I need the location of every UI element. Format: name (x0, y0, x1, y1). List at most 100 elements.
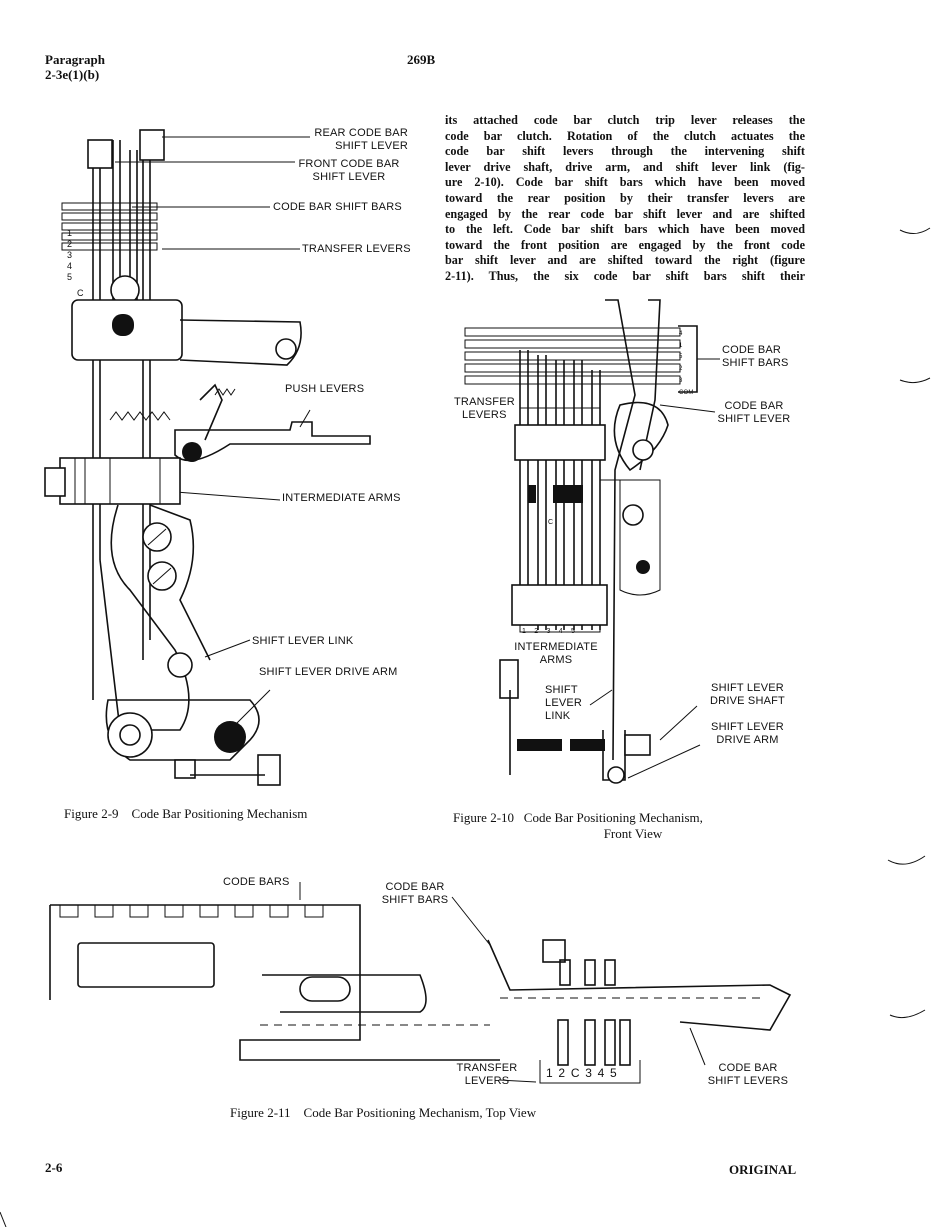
lever-number: 2 (534, 628, 539, 635)
bar-number: 4 (679, 331, 683, 337)
body-line: its attached code bar clutch trip lever … (445, 113, 805, 127)
document-status: ORIGINAL (729, 1162, 797, 1177)
label-line: FRONT CODE BAR (298, 158, 400, 170)
label-code-bars: CODE BARS (223, 876, 290, 888)
figure-2-11-caption: Figure 2-11 Code Bar Positioning Mechani… (230, 1105, 536, 1121)
body-line: lever drive shaft, drive arm, and shift … (445, 159, 805, 174)
paragraph-label: Paragraph (45, 52, 105, 67)
label-line: REAR CODE BAR (314, 127, 408, 139)
body-line: to the left. Code bar shift bars which h… (445, 222, 805, 237)
label-code-bar-shift-bars-fig10: CODE BAR SHIFT BARS (722, 344, 789, 370)
label-intermediate-arms-fig10: INTERMEDIATE ARMS (508, 641, 604, 667)
label-shift-lever-link-fig10: SHIFT LEVER LINK (545, 684, 582, 723)
bar-number-c: C (77, 288, 84, 298)
caption-number: Figure 2-9 (64, 806, 119, 821)
figure-2-11-drawing (49, 882, 792, 1084)
label-line: SHIFT (545, 684, 578, 696)
label-line: DRIVE ARM (716, 734, 779, 746)
label-line: CODE BAR (722, 344, 782, 356)
label-line: SHIFT LEVERS (707, 1075, 789, 1087)
bar-number: COM (679, 389, 694, 396)
bar-number: 1 (679, 342, 683, 349)
body-line: code bar shift levers through the interv… (445, 144, 805, 159)
caption-title: Code Bar Positioning Mechanism, Top View (303, 1105, 537, 1120)
label-shift-lever-drive-shaft: SHIFT LEVER DRIVE SHAFT (700, 682, 795, 708)
bar-number: 4 (67, 261, 73, 271)
label-line: SHIFT LEVER (717, 413, 791, 425)
caption-title: Code Bar Positioning Mechanism, (523, 810, 703, 825)
label-line: SHIFT LEVER (312, 171, 386, 183)
lever-c-tag: C (548, 519, 554, 526)
lever-number-row-fig11: 1 2 C 3 4 5 (546, 1066, 617, 1080)
label-line: TRANSFER (456, 1062, 518, 1074)
lever-number: 3 (546, 628, 551, 635)
label-code-bar-shift-bars-fig11: CODE BAR SHIFT BARS (375, 881, 455, 907)
label-line: SHIFT BARS (722, 357, 789, 369)
label-front-code-bar-shift-lever: FRONT CODE BAR SHIFT LEVER (290, 158, 408, 184)
label-transfer-levers-fig10: TRANSFER LEVERS (454, 396, 515, 422)
body-line: toward the rear position by their transf… (445, 190, 805, 205)
label-line: SHIFT BARS (381, 894, 449, 906)
document-number: 269B (407, 52, 436, 67)
body-line: toward the front position are engaged by… (445, 237, 805, 252)
label-push-levers: PUSH LEVERS (285, 383, 365, 395)
label-shift-lever-drive-arm-fig10: SHIFT LEVER DRIVE ARM (700, 721, 795, 747)
label-line: LEVERS (464, 1075, 510, 1087)
caption-title: Code Bar Positioning Mechanism (131, 806, 308, 821)
bar-number-tags-fig10: 4 1 5 2 3 COM (679, 329, 694, 399)
bar-number: 5 (67, 272, 73, 282)
scan-mark (0, 1211, 7, 1227)
label-line: ARMS (539, 654, 573, 666)
label-line: CODE BAR (724, 400, 784, 412)
label-shift-lever-link: SHIFT LEVER LINK (252, 635, 354, 647)
caption-number: Figure 2-11 (230, 1105, 291, 1120)
bar-number: 1 (67, 228, 73, 238)
lever-number: 4 (558, 628, 563, 635)
label-rear-code-bar-shift-lever: REAR CODE BAR SHIFT LEVER (290, 127, 408, 153)
label-line: SHIFT LEVER (711, 721, 784, 733)
lever-number: 1 (522, 628, 527, 635)
label-line: CODE BAR (385, 881, 445, 893)
caption-title-2: Front View (603, 826, 663, 841)
label-line: LEVERS (462, 409, 507, 421)
label-intermediate-arms: INTERMEDIATE ARMS (282, 492, 401, 504)
body-line: ure 2-10). Code bar shift bars which hav… (445, 175, 805, 190)
label-code-bar-shift-levers: CODE BAR SHIFT LEVERS (703, 1062, 793, 1088)
label-transfer-levers: TRANSFER LEVERS (302, 243, 411, 255)
bar-number: 3 (679, 377, 683, 384)
paragraph-header: Paragraph 2-3e(1)(b) (45, 52, 105, 82)
body-line: 2-11). Thus, the six code bar shift bars… (445, 268, 805, 283)
body-line: code bar clutch. Rotation of the clutch … (445, 128, 805, 143)
paragraph-number: 2-3e(1)(b) (45, 67, 100, 82)
label-line: INTERMEDIATE (514, 641, 598, 653)
label-shift-lever-drive-arm: SHIFT LEVER DRIVE ARM (259, 666, 398, 678)
caption-line-1: Figure 2-10 Code Bar Positioning Mechani… (453, 810, 783, 826)
bar-number: 5 (679, 354, 683, 361)
bar-number: 3 (67, 250, 73, 260)
label-line: LEVER (545, 697, 583, 709)
body-paragraph: its attached code bar clutch trip lever … (445, 113, 805, 285)
lever-number: 5 (571, 628, 576, 635)
caption-number: Figure 2-10 (453, 810, 515, 825)
bar-number-tags: 1 2 3 4 5 (67, 228, 72, 283)
figure-2-9-drawing (44, 129, 371, 786)
label-code-bar-shift-lever-fig10: CODE BAR SHIFT LEVER (704, 400, 804, 426)
label-line: TRANSFER (454, 396, 515, 408)
label-transfer-levers-fig11: TRANSFER LEVERS (452, 1062, 522, 1088)
label-line: CODE BAR (718, 1062, 778, 1074)
label-line: LINK (545, 710, 571, 722)
label-code-bar-shift-bars: CODE BAR SHIFT BARS (273, 201, 402, 213)
label-line: SHIFT LEVER (711, 682, 784, 694)
figure-2-10-caption: Figure 2-10 Code Bar Positioning Mechani… (453, 810, 783, 842)
figure-2-10-drawing (464, 299, 720, 784)
lever-number-tags-fig10: 1 2 3 4 5 (522, 625, 575, 638)
body-line: bar shift lever and are shifted toward t… (445, 253, 805, 268)
label-line: DRIVE SHAFT (710, 695, 785, 707)
page-number: 2-6 (45, 1160, 63, 1175)
figure-2-9-caption: Figure 2-9 Code Bar Positioning Mechanis… (64, 806, 307, 822)
body-line: engaged by the rear code bar shift lever… (445, 206, 805, 221)
bar-number: 2 (67, 239, 73, 249)
bar-number: 2 (679, 366, 683, 373)
label-line: SHIFT LEVER (335, 140, 408, 152)
